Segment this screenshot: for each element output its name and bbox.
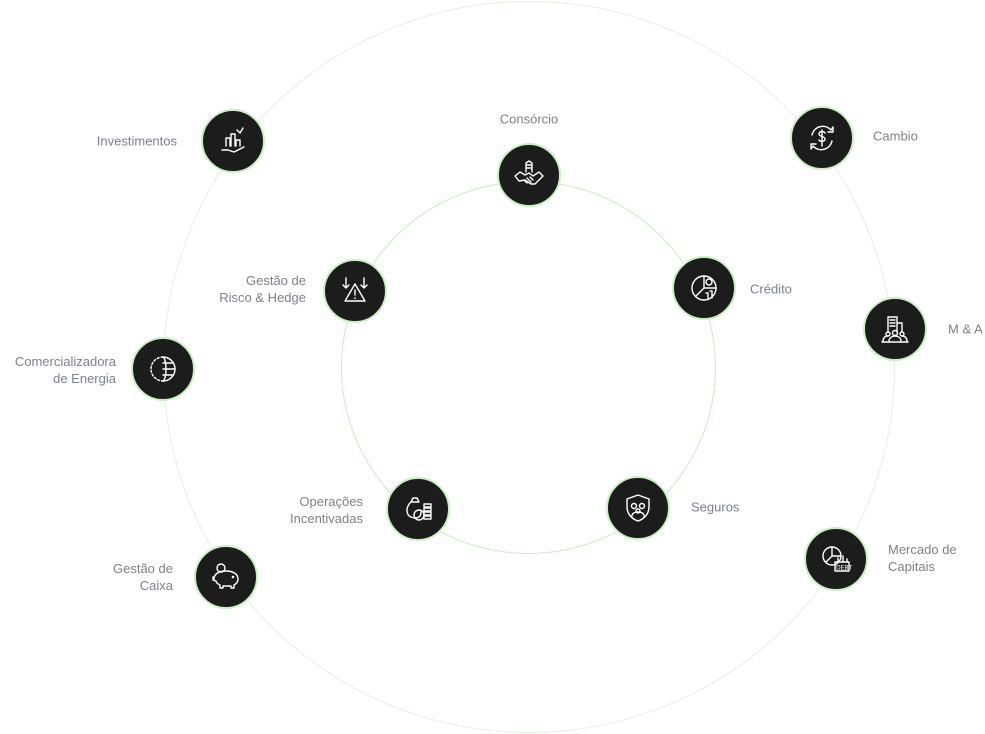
shield-people-icon <box>626 494 650 522</box>
label-line: Comercializadora <box>14 354 116 369</box>
node-gestao-risco-hedge[interactable] <box>323 259 387 323</box>
label-m-and-a: M & A <box>948 321 983 338</box>
risk-warning-icon <box>342 277 368 302</box>
label-line: Investimentos <box>96 133 177 149</box>
label-line: M & A <box>948 321 983 337</box>
label-line: Gestão de <box>113 561 173 576</box>
label-seguros: Seguros <box>691 499 739 516</box>
buildings-people-icon <box>881 316 909 343</box>
label-credito: Crédito <box>750 281 792 298</box>
label-gestao-risco-hedge: Gestão de Risco & Hedge <box>219 272 306 306</box>
label-line: Crédito <box>750 281 792 297</box>
label-line: Operações <box>299 494 363 509</box>
label-line: Cambio <box>873 128 918 144</box>
label-line: Mercado de <box>888 542 957 557</box>
label-line: Risco & Hedge <box>219 290 306 305</box>
label-mercado-capitais: Mercado de Capitais <box>888 541 957 575</box>
label-line: Caixa <box>139 578 173 593</box>
svg-text:DEBT: DEBT <box>836 565 853 572</box>
node-operacoes-incentivadas[interactable] <box>386 477 450 541</box>
node-seguros[interactable] <box>606 476 670 540</box>
node-m-and-a[interactable] <box>863 297 927 361</box>
label-investimentos: Investimentos <box>97 133 177 150</box>
label-line: Gestão de <box>246 273 306 288</box>
label-line: Consórcio <box>499 111 559 127</box>
label-line: Incentivadas <box>290 511 363 526</box>
node-investimentos[interactable] <box>201 109 265 173</box>
node-gestao-caixa[interactable] <box>194 545 258 609</box>
node-cambio[interactable] <box>790 106 854 170</box>
handshake-building-icon <box>514 160 544 185</box>
label-gestao-caixa: Gestão de Caixa <box>113 560 173 594</box>
label-line: Capitais <box>888 559 935 574</box>
credit-pie-icon <box>691 275 717 301</box>
label-consorcio: Consórcio <box>500 111 559 128</box>
label-line: de Energia <box>53 371 116 386</box>
debt-chart-icon: DEBT <box>822 546 853 572</box>
globe-energy-icon <box>150 356 176 382</box>
label-line: Seguros <box>691 499 740 515</box>
piggy-bank-icon <box>212 563 239 589</box>
label-comercializadora-energia: Comercializadora de Energia <box>15 353 116 387</box>
growth-chart-hand-icon <box>221 127 245 153</box>
node-comercializadora-energia[interactable] <box>131 337 195 401</box>
node-mercado-capitais[interactable]: DEBT <box>804 527 868 591</box>
label-cambio: Cambio <box>873 128 918 145</box>
node-credito[interactable] <box>672 256 736 320</box>
money-bag-icon <box>406 497 432 521</box>
node-consorcio[interactable] <box>497 143 561 207</box>
currency-exchange-icon <box>810 125 834 151</box>
